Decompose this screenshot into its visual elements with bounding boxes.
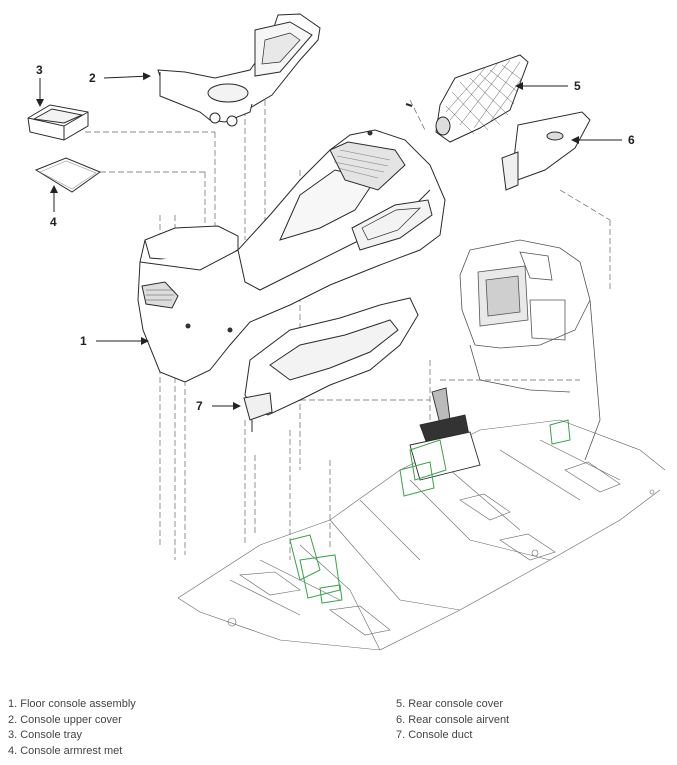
legend-item: 3. Console tray: [8, 729, 82, 741]
callout-6: 6: [628, 133, 635, 147]
legend-item: 7. Console duct: [396, 729, 473, 741]
legend-item: 5. Rear console cover: [396, 698, 503, 710]
callout-2: 2: [89, 71, 96, 85]
rear-console-cover-part: [405, 54, 529, 143]
legend-item: 1. Floor console assembly: [8, 698, 136, 710]
callout-7: 7: [196, 399, 203, 413]
green-mounting-brackets: [289, 419, 571, 604]
parts-legend-left: 1. Floor console assembly 2. Console upp…: [8, 697, 136, 759]
callout-1: 1: [80, 334, 87, 348]
parts-legend-right: 5. Rear console cover 6. Rear console ai…: [396, 697, 509, 744]
console-upper-cover-part: [157, 13, 321, 127]
callout-4: 4: [50, 215, 57, 229]
rear-console-airvent-part: [501, 111, 591, 191]
legend-item: 4. Console armrest met: [8, 744, 123, 757]
console-tray-part: [27, 104, 89, 141]
legend-item: 6. Rear console airvent: [396, 713, 510, 726]
callout-5: 5: [574, 79, 581, 93]
exploded-view-diagram: 3 2 4 1 5 6 7: [27, 13, 666, 651]
console-duct-part: [243, 297, 419, 432]
center-fascia-background: [459, 239, 601, 461]
callout-3: 3: [36, 63, 43, 77]
legend-item: 2. Console upper cover: [8, 713, 122, 726]
floor-console-assembly-part: [137, 129, 446, 383]
callout-arrows: [36, 72, 622, 410]
armrest-mat-part: [34, 157, 102, 193]
